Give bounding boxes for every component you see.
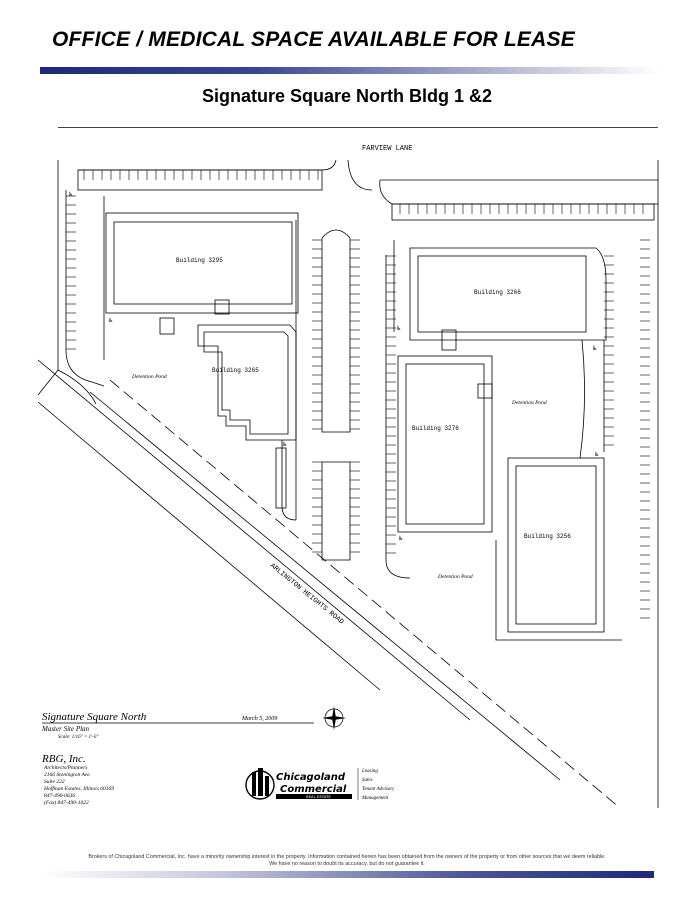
detention-pond-label-south: Detention Pond (437, 574, 473, 580)
east-lot-curve (385, 255, 411, 579)
building-3265-footprint (203, 331, 289, 435)
central-island (321, 229, 351, 433)
disclaimer: Brokers of Chicagoland Commercial, Inc. … (0, 854, 694, 868)
property-boundary (37, 160, 59, 396)
farview-curb-west (78, 159, 337, 171)
building-3265-entry (214, 299, 230, 315)
disclaimer-line1: Brokers of Chicagoland Commercial, Inc. … (88, 854, 606, 860)
west-parking-stall-strip (275, 447, 287, 509)
title-block-date: March 5, 2009 (241, 716, 277, 722)
architect-name: RBG, Inc. (41, 753, 86, 765)
broker-name-line2: Commercial (280, 784, 347, 795)
title-divider (58, 127, 658, 128)
accessible-parking-icon: ♿ (398, 535, 403, 542)
building-3265-label: Building 3265 (212, 367, 259, 374)
building-3256-footprint (515, 465, 597, 625)
arlington-road-center (109, 379, 621, 809)
title-block-project: Signature Square North (42, 711, 147, 723)
building-3295-annex (159, 317, 175, 335)
building-3295-label: Building 3295 (176, 257, 223, 264)
east-north-parking-row (391, 203, 655, 221)
farview-lane-label: FARVIEW LANE (362, 145, 412, 153)
southeast-lot-edge (495, 540, 622, 641)
east-pond-edge (579, 339, 585, 459)
accessible-parking-icon: ♿ (282, 441, 287, 448)
architect-line6: (Fax) 847-490-1022 (44, 799, 89, 806)
building-3276-label: Building 3276 (412, 425, 459, 432)
building-3266-label: Building 3266 (474, 289, 521, 296)
arlington-road-edge-north2 (89, 391, 561, 781)
architect-line4: Hoffman Estates, Illinois 60169 (43, 785, 114, 792)
accessible-parking-icon: ♿ (68, 191, 73, 198)
architect-line2: 2166 Stonington Ave. (44, 772, 91, 778)
broker-service-sales: Sales (362, 778, 373, 783)
building-3276-footprint (405, 363, 485, 525)
arlington-heights-road-label: ARLINGTON HEIGHTS ROAD (268, 562, 345, 626)
building-3256-walk (507, 457, 605, 633)
detention-pond-label-west: Detention Pond (131, 374, 167, 380)
arlington-road-edge-north (37, 359, 471, 721)
building-3295-footprint (113, 221, 293, 305)
broker-name-line1: Chicagoland (276, 772, 346, 783)
building-3266-footprint (417, 255, 587, 333)
building-3266-walk (409, 247, 607, 341)
footer-gradient-rule (40, 871, 654, 878)
broker-service-leasing: Leasing (361, 769, 378, 774)
header-gradient-rule (40, 67, 660, 74)
title-block-sheet: Master Site Plan (41, 725, 90, 733)
accessible-parking-icon: ♿ (396, 325, 401, 332)
north-arrow-icon (322, 706, 346, 730)
arlington-road-edge-south (37, 401, 381, 691)
building-3276-annex (477, 383, 493, 399)
header-title: OFFICE / MEDICAL SPACE AVAILABLE FOR LEA… (52, 28, 575, 51)
page-title: Signature Square North Bldg 1 &2 (201, 86, 493, 106)
broker-service-tenant-advisory: Tenant Advisory (362, 787, 395, 792)
disclaimer-line2: We have no reason to doubt its accuracy,… (269, 861, 425, 867)
west-lot-outline (65, 190, 105, 387)
accessible-parking-icon: ♿ (108, 317, 113, 324)
accessible-parking-icon: ♿ (594, 451, 599, 458)
building-3256-label: Building 3256 (524, 533, 571, 540)
chicagoland-commercial-logo: Chicagoland Commercial REAL ESTATE Leasi… (245, 768, 395, 801)
farview-entrance-east2 (379, 179, 658, 205)
building-3265-walk (197, 324, 297, 441)
architect-line1: Architects/Planners (43, 765, 87, 771)
broker-service-management: Management (361, 796, 389, 801)
building-3276-walk (397, 355, 493, 533)
accessible-parking-icon: ♿ (592, 345, 597, 352)
west-parking-east (281, 440, 297, 521)
west-north-parking-row (77, 169, 323, 191)
building-3295-walk (105, 212, 299, 314)
architect-line3: Suite 222 (44, 779, 65, 785)
title-block-scale: Scale: 1/16" = 1'-0" (58, 735, 99, 740)
broker-tagline: REAL ESTATE (306, 794, 331, 799)
farview-entrance-east (347, 159, 373, 191)
road-entrance-curve (57, 369, 97, 405)
architect-line5: 847-490-0636 (44, 792, 75, 799)
detention-pond-label-east: Detention Pond (511, 400, 547, 406)
building-3266-entry (441, 329, 457, 351)
central-island-lower (321, 461, 351, 561)
parking-stall-ticks (66, 170, 650, 619)
